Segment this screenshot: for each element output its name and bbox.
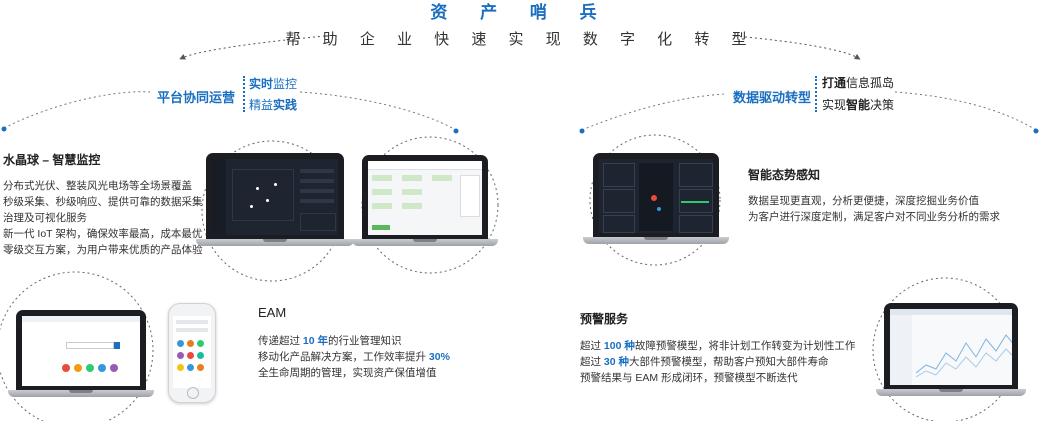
crystal-ball-title: 水晶球 – 智慧监控 <box>3 153 101 167</box>
laptop-awareness <box>583 153 729 247</box>
left-divider <box>243 76 245 112</box>
right-tag-smart: 实现智能决策 <box>822 98 895 112</box>
phone-screen <box>173 316 211 388</box>
right-tag-connect: 打通信息孤岛 <box>822 76 895 90</box>
warning-title: 预警服务 <box>580 312 629 326</box>
phone-eam <box>168 303 216 403</box>
dark-dashboard-screen <box>212 159 338 235</box>
eam-description: 传递超过 10 年的行业管理知识 移动化产品解决方案，工作效率提升 30% 全生… <box>258 335 450 379</box>
light-dashboard-screen <box>368 161 482 235</box>
right-divider <box>815 76 817 112</box>
warning-description: 超过 100 种故障预警模型，将非计划工作转变为计划性工作 超过 30 种大部件… <box>580 340 856 384</box>
right-arc-b <box>894 91 1037 131</box>
right-section-heading: 数据驱动转型 <box>733 90 812 105</box>
eam-title: EAM <box>258 305 287 320</box>
circle-eam <box>0 271 154 421</box>
page-subtitle: 帮 助 企 业 快 速 实 现 数 字 化 转 型 <box>285 31 756 48</box>
laptop-warning <box>876 303 1026 399</box>
left-tag-lean: 精益实践 <box>249 98 298 112</box>
left-section-heading: 平台协同运营 <box>157 90 236 105</box>
warning-screen <box>890 309 1012 385</box>
laptop-monitoring-light <box>352 155 498 251</box>
crystal-ball-description: 分布式光伏、整装风光电场等全场景覆盖 秒级采集、秒级响应、提供可靠的数据采集 治… <box>3 180 203 256</box>
awareness-description: 数据呈现更直观，分析更便捷，深度挖掘业务价值 为客户进行深度定制，满足客户对不同… <box>748 195 1000 223</box>
laptop-monitoring-dark <box>196 153 354 251</box>
eam-screen <box>22 316 140 386</box>
awareness-screen <box>599 159 713 233</box>
awareness-title: 智能态势感知 <box>748 168 821 182</box>
circle-monitor-2 <box>361 136 499 274</box>
circle-awareness <box>589 134 721 266</box>
page-title: 资 产 哨 兵 <box>430 3 611 22</box>
left-arc-a <box>3 91 151 129</box>
left-arc-b <box>299 91 457 131</box>
right-arc-a <box>581 93 726 131</box>
laptop-eam <box>8 310 154 400</box>
left-tag-realtime: 实时监控 <box>249 77 298 91</box>
top-right-arc <box>734 35 861 60</box>
